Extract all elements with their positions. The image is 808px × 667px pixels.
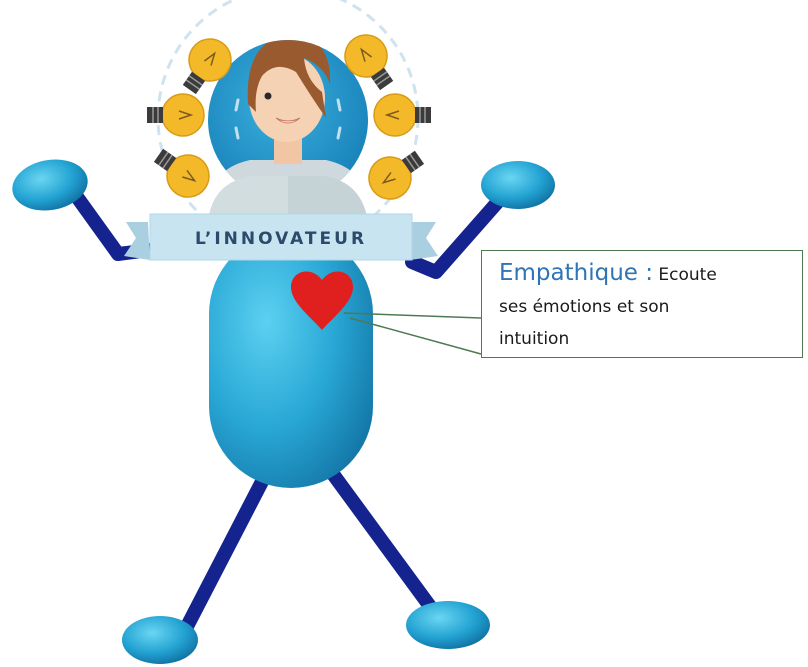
callout-heading: Empathique : <box>499 260 653 286</box>
lightbulb-icon <box>147 94 204 136</box>
callout-border-bottom <box>481 357 803 358</box>
callout-line-1: Empathique : Ecoute <box>499 257 795 291</box>
lightbulb-icon <box>146 138 217 205</box>
left-leg <box>180 470 268 640</box>
callout-line-3: intuition <box>499 323 795 355</box>
callout-line-2: ses émotions et son <box>499 291 795 323</box>
banner-label: L’INNOVATEUR <box>195 229 367 249</box>
empathy-callout: Empathique : Ecoute ses émotions et son … <box>481 250 803 358</box>
torso <box>209 232 373 488</box>
right-leg <box>330 470 440 620</box>
name-banner: L’INNOVATEUR <box>124 214 438 260</box>
lightbulb-icon <box>374 94 431 136</box>
right-hand <box>481 161 555 209</box>
callout-border-right <box>802 250 803 358</box>
right-foot <box>406 601 490 649</box>
left-foot <box>122 616 198 664</box>
lightbulb-icon <box>361 140 432 207</box>
callout-text-1: Ecoute <box>653 265 717 285</box>
